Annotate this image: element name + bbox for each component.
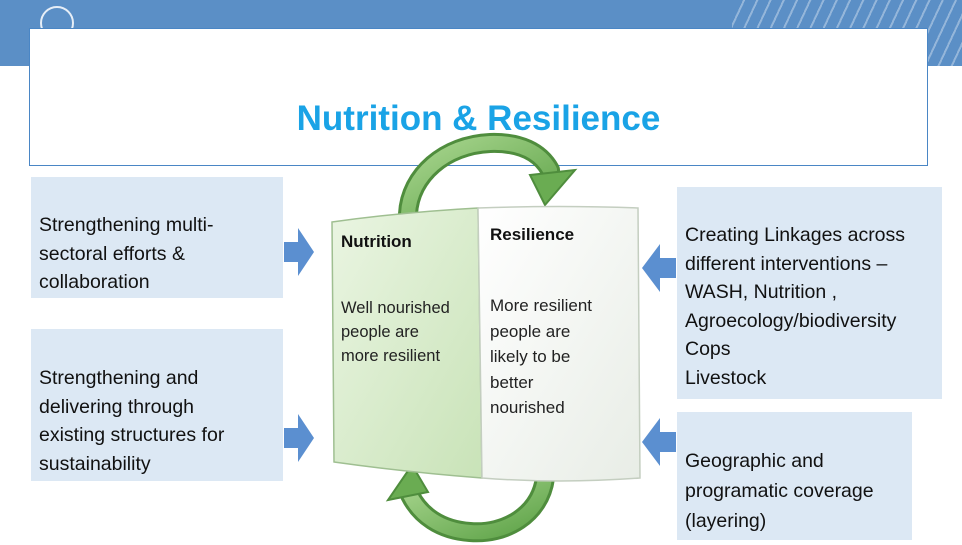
panel-line: more resilient [341, 347, 441, 365]
right-bottom-box: Geographic and programatic coverage (lay… [677, 412, 912, 540]
left-arrow-icon [642, 244, 676, 292]
nutrition-title: Nutrition [341, 232, 412, 251]
top-circular-arrow-icon [398, 132, 578, 224]
panel-line: people are [341, 323, 419, 341]
right-arrow-icon [284, 228, 314, 276]
box-line: WASH, Nutrition , [685, 281, 838, 303]
box-line: Creating Linkages across [685, 224, 906, 246]
box-line: different interventions – [685, 252, 888, 275]
box-line: Geographic and [685, 450, 824, 472]
box-line: existing structures for [39, 424, 225, 446]
nutrition-text: Well nourished people are more resilient [341, 296, 450, 368]
resilience-text: More resilient people are likely to be b… [490, 293, 592, 421]
left-arrow-icon [642, 418, 676, 466]
left-bottom-box: Strengthening and delivering through exi… [31, 329, 283, 481]
box-line: programatic coverage [685, 480, 874, 502]
box-line: (layering) [685, 510, 767, 532]
box-line: Strengthening and [39, 367, 199, 389]
box-line: Cops [685, 338, 731, 360]
box-line: Strengthening multi- [39, 214, 214, 236]
right-top-box: Creating Linkages across different inter… [677, 187, 942, 399]
panel-line: people are [490, 321, 571, 341]
box-line: sustainability [39, 452, 151, 475]
resilience-panel [477, 205, 641, 482]
panel-line: nourished [490, 398, 565, 417]
panel-line: better [490, 372, 534, 392]
panel-line: More resilient [490, 296, 593, 315]
bottom-circular-arrow-icon [385, 463, 555, 543]
slide-title: Nutrition & Resilience [296, 99, 661, 138]
box-line: Agroecology/biodiversity [685, 309, 897, 332]
right-arrow-icon [284, 414, 314, 462]
box-line: collaboration [39, 271, 150, 293]
panel-line: likely to be [490, 347, 571, 366]
left-top-box: Strengthening multi- sectoral efforts & … [31, 177, 283, 298]
resilience-title: Resilience [490, 225, 575, 244]
box-line: sectoral efforts & [39, 242, 185, 265]
box-line: delivering through [39, 395, 195, 418]
box-line: Livestock [685, 366, 767, 389]
panel-line: Well nourished [341, 299, 450, 317]
